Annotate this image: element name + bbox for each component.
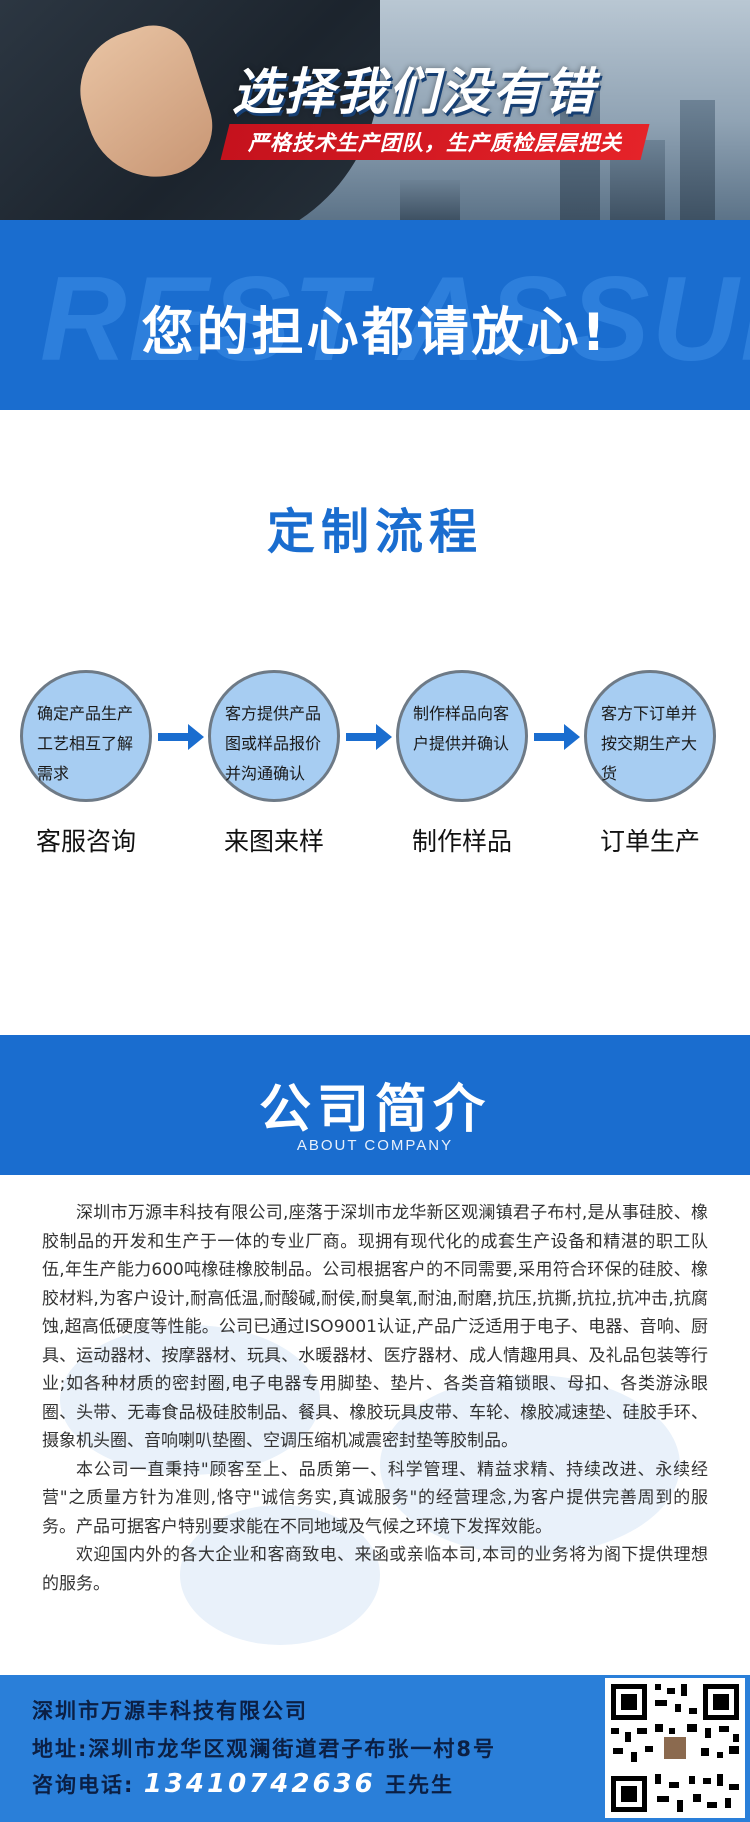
process-step-2-circle: 客方提供产品图或样品报价并沟通确认 xyxy=(208,670,340,802)
banner-title: 您的担心都请放心! xyxy=(141,303,609,363)
reassurance-banner: REST ASSURED 您的担心都请放心! xyxy=(0,220,750,410)
footer-phone-line: 咨询电话: 13410742636 王先生 xyxy=(32,1769,454,1799)
arrow-right-icon xyxy=(346,724,392,750)
process-title: 定制流程 xyxy=(266,504,483,560)
process-step-4-circle: 客方下订单并按交期生产大货 xyxy=(584,670,716,802)
process-step-1-desc: 确定产品生产工艺相互了解需求 xyxy=(37,704,134,783)
banner-watermark-text: REST ASSURED xyxy=(40,252,750,386)
about-paragraph: 本公司一直秉持"顾客至上、品质第一、科学管理、精益求精、持续改进、永续经营"之质… xyxy=(42,1459,708,1537)
qr-code-image[interactable] xyxy=(605,1678,745,1818)
process-step-2-label: 来图来样 xyxy=(223,827,324,856)
hero-banner: 选择我们没有错 严格技术生产团队，生产质检层层把关 xyxy=(0,0,750,220)
footer-phone-number[interactable]: 13410742636 xyxy=(143,1769,376,1799)
world-map-watermark xyxy=(180,1505,380,1645)
process-step-3-label: 制作样品 xyxy=(411,827,512,856)
hero-headline: 选择我们没有错 xyxy=(232,63,596,121)
about-subtitle: ABOUT COMPANY xyxy=(296,1137,454,1154)
building-silhouette xyxy=(400,180,460,220)
footer-contact-name: 王先生 xyxy=(385,1773,455,1797)
process-step-2-desc: 客方提供产品图或样品报价并沟通确认 xyxy=(225,704,322,783)
about-company-body: 深圳市万源丰科技有限公司,座落于深圳市龙华新区观澜镇君子布村,是从事硅胶、橡胶制… xyxy=(0,1175,750,1675)
about-company-header: 公司简介 ABOUT COMPANY xyxy=(0,1035,750,1175)
about-text: 深圳市万源丰科技有限公司,座落于深圳市龙华新区观澜镇君子布村,是从事硅胶、橡胶制… xyxy=(0,1199,750,1598)
arrow-right-icon xyxy=(158,724,204,750)
building-silhouette xyxy=(680,100,715,220)
process-step-1-circle: 确定产品生产工艺相互了解需求 xyxy=(20,670,152,802)
footer-address: 地址:深圳市龙华区观澜街道君子布张一村8号 xyxy=(32,1737,497,1761)
footer-company-name: 深圳市万源丰科技有限公司 xyxy=(32,1699,308,1723)
about-paragraph: 深圳市万源丰科技有限公司,座落于深圳市龙华新区观澜镇君子布村,是从事硅胶、橡胶制… xyxy=(42,1203,708,1451)
world-map-watermark xyxy=(380,1375,680,1555)
arrow-right-icon xyxy=(534,724,580,750)
process-step-1-label: 客服咨询 xyxy=(35,827,136,856)
process-step-4-desc: 客方下订单并按交期生产大货 xyxy=(601,704,698,783)
process-step-3-circle: 制作样品向客户提供并确认 xyxy=(396,670,528,802)
about-paragraph: 欢迎国内外的各大企业和客商致电、来函或亲临本司,本司的业务将为阁下提供理想的服务… xyxy=(42,1545,708,1594)
customization-process-section: 定制流程 确定产品生产工艺相互了解需求 客方提供产品图或样品报价并沟通确认 制作… xyxy=(0,410,750,1035)
process-step-3-desc: 制作样品向客户提供并确认 xyxy=(413,704,510,753)
hero-ribbon-text: 严格技术生产团队，生产质检层层把关 xyxy=(248,131,622,155)
process-step-4-label: 订单生产 xyxy=(599,827,700,856)
world-map-watermark xyxy=(60,1325,320,1475)
footer-phone-label: 咨询电话: xyxy=(32,1773,135,1797)
about-title: 公司简介 xyxy=(258,1080,491,1140)
